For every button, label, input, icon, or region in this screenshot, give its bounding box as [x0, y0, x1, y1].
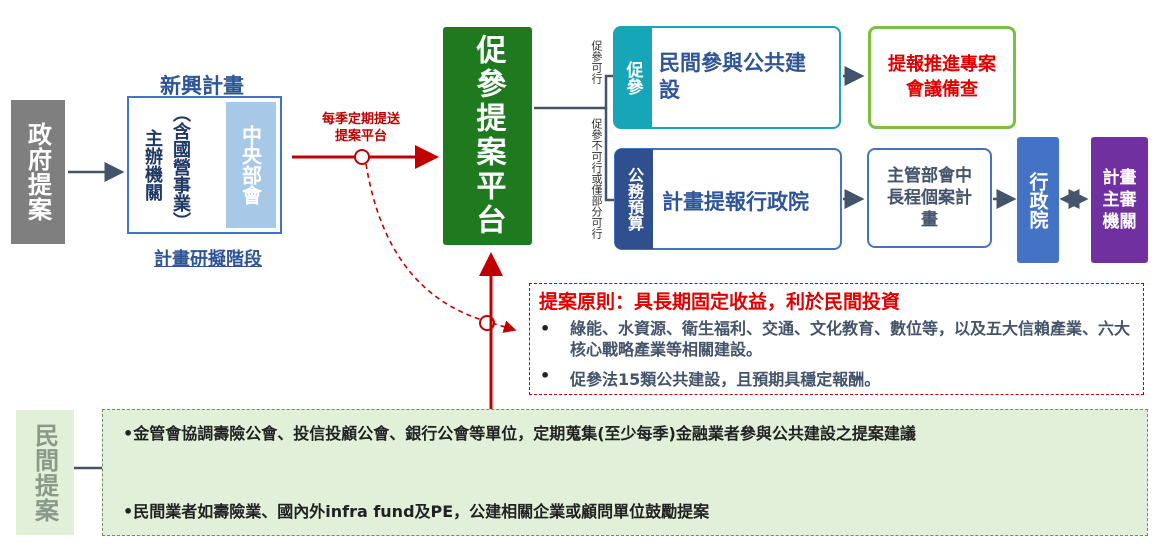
- infeasible-label: 促參不可行或僅部分可行: [590, 118, 603, 239]
- ey-label: 行政院: [1026, 171, 1049, 229]
- ministry-box: 主管部會中長程個案計畫: [867, 148, 992, 248]
- principles-item-1-text: 綠能、水資源、衛生福利、交通、文化教育、數位等，以及五大信賴產業、六大核心戰略產…: [570, 319, 1131, 359]
- dashed-link-principles: [365, 163, 517, 333]
- review-label: 計畫主審機關: [1102, 167, 1137, 233]
- principles-box: 提案原則：具長期固定收益，利於民間投資 • 綠能、水資源、衛生福利、交通、文化教…: [529, 283, 1144, 395]
- ppp-tag-label: 促參: [622, 60, 643, 95]
- stage-label: 計畫研擬階段: [154, 249, 262, 270]
- budget-tag: 公務預算: [615, 149, 653, 249]
- budget-box: 公務預算 計畫提報行政院: [614, 148, 842, 250]
- principles-item-1: • 綠能、水資源、衛生福利、交通、文化教育、數位等，以及五大信賴產業、六大核心戰…: [540, 319, 1138, 361]
- review-box: 計畫主審機關: [1091, 137, 1148, 263]
- principles-item-2-text: 促參法15類公共建設，且預期具穩定報酬。: [570, 370, 881, 389]
- budget-title: 計畫提報行政院: [662, 190, 809, 214]
- gov-proposal-label: 政府提案: [23, 122, 52, 222]
- bullet: •: [540, 319, 551, 338]
- new-plan-title: 新興計畫: [160, 74, 244, 98]
- principles-title: 提案原則：具長期固定收益，利於民間投資: [539, 291, 901, 313]
- platform-box: 促參提案平台: [443, 27, 532, 245]
- private-item-1: •金管會協調壽險公會、投信投顧公會、銀行公會等單位，定期蒐集(至少每季)金融業者…: [123, 424, 916, 443]
- private-item-2: •民間業者如壽險業、國內外infra fund及PE，公建相關企業或顧問單位鼓勵…: [123, 502, 710, 521]
- central-ministry-label: 中央部會: [238, 125, 263, 205]
- sponsor-paren: （含國營事業）: [170, 104, 191, 230]
- ey-box: 行政院: [1017, 137, 1059, 263]
- private-proposal-label: 民間提案: [30, 422, 59, 523]
- private-proposal-box: 民間提案: [16, 410, 74, 535]
- ppp-tag: 促參: [614, 27, 652, 128]
- gov-proposal-box: 政府提案: [11, 100, 65, 244]
- feasible-label: 促參可行: [590, 40, 603, 84]
- ministry-label: 主管部會中長程個案計畫: [887, 165, 972, 231]
- quarterly-label: 每季定期提送提案平台: [321, 112, 400, 144]
- central-ministry-box: 中央部會: [226, 102, 276, 228]
- sponsor-label: 主辦機關: [142, 129, 163, 201]
- platform-label: 促參提案平台: [470, 34, 506, 238]
- budget-tag-label: 公務預算: [625, 167, 644, 231]
- ppp-title: 民間參與公共建設: [659, 51, 806, 103]
- sponsor-box: 主辦機關 （含國營事業） 中央部會: [127, 96, 282, 234]
- report-box: 提報推進專案會議備查: [868, 26, 1016, 129]
- private-box: •金管會協調壽險公會、投信投顧公會、銀行公會等單位，定期蒐集(至少每季)金融業者…: [102, 409, 1148, 536]
- branch-connector: [534, 74, 614, 110]
- principles-item-2: • 促參法15類公共建設，且預期具穩定報酬。: [540, 366, 1138, 390]
- bullet: •: [540, 366, 551, 385]
- ppp-box: 促參 民間參與公共建設: [613, 26, 841, 129]
- report-label: 提報推進專案會議備查: [888, 54, 996, 100]
- quarterly-node: [354, 149, 370, 165]
